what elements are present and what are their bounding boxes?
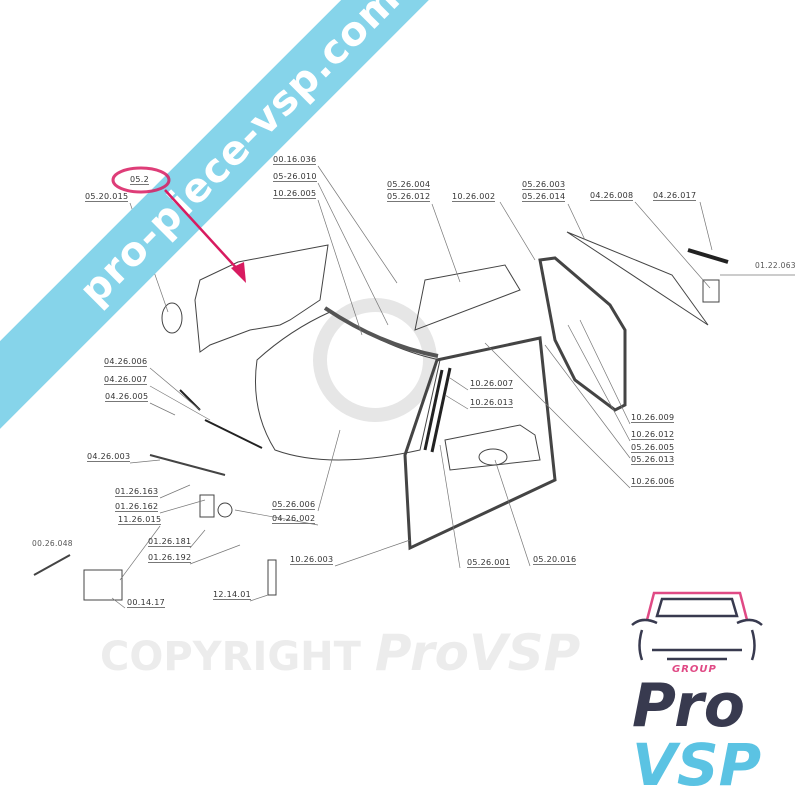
- logo-pro-text: Pro: [632, 671, 745, 741]
- leader-lines: [111, 165, 795, 609]
- washer-pump: [33, 554, 71, 576]
- part-label: 04.26.006: [104, 357, 148, 367]
- watermark-circle: [313, 298, 437, 422]
- provsp-logo: GROUP Pro VSP: [612, 588, 782, 798]
- part-label: 10.26.009: [631, 413, 675, 423]
- washer-reservoir: [83, 569, 123, 601]
- part-label: 00.26.048: [32, 539, 73, 548]
- quarter-glass: [194, 244, 329, 353]
- part-label: 01.26.181: [148, 537, 192, 547]
- part-label: 04.26.002: [272, 514, 316, 524]
- tailgate-seal: [538, 256, 627, 412]
- arrow-head-icon: [231, 262, 246, 283]
- part-label: 04.26.008: [590, 191, 634, 201]
- part-label: 10.26.007: [470, 379, 514, 389]
- logo-vsp-text: VSP: [632, 731, 762, 799]
- part-label: 04.26.007: [104, 375, 148, 385]
- part-label: 04.26.003: [87, 452, 131, 462]
- part-label: 01.26.192: [148, 553, 192, 563]
- part-label: 10.26.013: [470, 398, 514, 408]
- highlight-arrow: [164, 189, 241, 273]
- part-label: 00.16.036: [273, 155, 317, 165]
- copyright-watermark: COPYRIGHT ProVSP: [100, 625, 580, 685]
- front-wiper: [179, 389, 263, 449]
- part-label: 01.22.063: [755, 261, 796, 270]
- wiper-linkage: [149, 454, 226, 476]
- copyright-text: COPYRIGHT: [100, 634, 361, 680]
- part-label: 10.26.003: [290, 555, 334, 565]
- glue-tube: [267, 559, 277, 596]
- part-label: 11.26.015: [118, 515, 162, 525]
- part-label: 10.26.012: [631, 430, 675, 440]
- wiper-bracket: [199, 494, 215, 518]
- part-label: 10.26.006: [631, 477, 675, 487]
- part-label: 05.26.003: [522, 180, 566, 190]
- part-label: 12.14.01: [213, 590, 252, 600]
- part-label: 05.26.013: [631, 455, 675, 465]
- part-label: 05.26.004: [387, 180, 431, 190]
- highlight-circle: [111, 166, 171, 194]
- part-label: 05.26.001: [467, 558, 511, 568]
- part-label: 05.20.015: [85, 192, 129, 202]
- rear-glass: [414, 264, 521, 331]
- copyright-brand: ProVSP: [374, 624, 581, 682]
- tailgate-glass: [566, 231, 709, 326]
- part-label: 01.26.163: [115, 487, 159, 497]
- part-label: 04.26.005: [105, 392, 149, 402]
- part-label: 05.26.005: [631, 443, 675, 453]
- rear-wiper: [687, 248, 729, 264]
- door-frame: [403, 336, 557, 551]
- part-label: 05.26.014: [522, 192, 566, 202]
- door-handle: [478, 448, 508, 466]
- part-label: 05.26.006: [272, 500, 316, 510]
- door-glass: [444, 424, 541, 471]
- part-label: 00.14.17: [127, 598, 166, 608]
- rear-wiper-motor: [702, 279, 720, 303]
- mirror: [161, 302, 183, 334]
- windscreen-glass: [254, 311, 441, 461]
- part-label: 05.26.012: [387, 192, 431, 202]
- car-icon: [631, 591, 763, 661]
- part-label: 05.20.016: [533, 555, 577, 565]
- part-label: 10.26.005: [273, 189, 317, 199]
- door-channel: [423, 367, 452, 453]
- part-label: 05.2: [130, 175, 150, 185]
- part-label: 04.26.017: [653, 191, 697, 201]
- windscreen-seal: [323, 306, 439, 358]
- logo-group-text: GROUP: [672, 664, 717, 675]
- part-label: 01.26.162: [115, 502, 159, 512]
- part-label: 05-26.010: [273, 172, 317, 182]
- wiper-motor: [217, 502, 233, 518]
- part-label: 10.26.002: [452, 192, 496, 202]
